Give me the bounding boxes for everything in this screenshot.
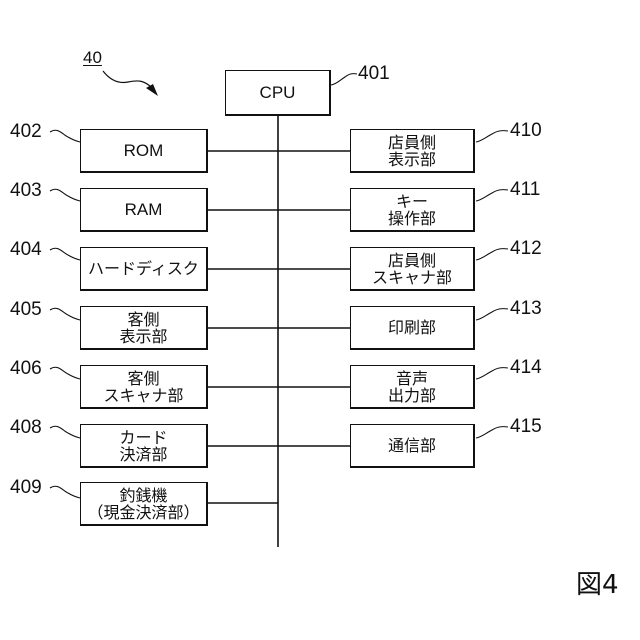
hard-disk-label: ハードディスク [88,260,199,277]
cpu-label: CPU [260,84,296,101]
change-machine-block: 釣銭機 （現金決済部） [80,482,208,526]
figure-id: 40 [83,48,102,68]
customer-scanner-block: 客側 スキャナ部 [80,365,208,409]
ref-415: 415 [510,417,542,437]
ref-409: 409 [10,478,42,498]
leader-410 [476,131,508,142]
ref-412: 412 [510,239,542,259]
key-operation-label-line2: 操作部 [388,210,436,227]
key-operation-block: キー 操作部 [350,188,475,232]
change-machine-label-line1: 釣銭機 [119,487,167,504]
leader-415 [476,427,508,438]
clerk-display-block: 店員側 表示部 [350,129,475,173]
customer-scanner-label-line2: スキャナ部 [103,387,183,404]
clerk-display-label-line1: 店員側 [388,134,436,151]
card-payment-label-line2: 決済部 [119,446,167,463]
leader-409 [50,486,80,498]
card-payment-block: カード 決済部 [80,424,208,468]
customer-display-label-line1: 客側 [127,311,159,328]
leader-402 [50,130,80,142]
figure-pointer-arrow [103,71,152,88]
leader-403 [50,189,80,201]
printing-label: 印刷部 [388,319,436,336]
printing-block: 印刷部 [350,306,475,350]
change-machine-label-line2: （現金決済部） [87,504,199,521]
leader-414 [476,368,508,379]
rom-block: ROM [80,129,208,173]
audio-output-label-line2: 出力部 [388,387,436,404]
audio-output-block: 音声 出力部 [350,365,475,409]
leader-405 [50,308,80,320]
customer-display-label-line2: 表示部 [119,328,167,345]
communication-block: 通信部 [350,424,475,468]
rom-label: ROM [124,142,164,159]
card-payment-label-line1: カード [119,429,167,446]
ram-block: RAM [80,188,208,232]
ref-414: 414 [510,358,542,378]
customer-display-block: 客側 表示部 [80,306,208,350]
ref-403: 403 [10,181,42,201]
ref-410: 410 [510,121,542,141]
ref-401: 401 [358,64,390,84]
clerk-scanner-block: 店員側 スキャナ部 [350,247,475,291]
arrowhead-icon [146,84,158,96]
key-operation-label-line1: キー [396,193,428,210]
clerk-scanner-label-line2: スキャナ部 [372,269,452,286]
ref-413: 413 [510,299,542,319]
ref-406: 406 [10,359,42,379]
cpu-block: CPU [225,70,331,116]
hard-disk-block: ハードディスク [80,247,208,291]
ref-408: 408 [10,418,42,438]
audio-output-label-line1: 音声 [396,370,428,387]
ram-label: RAM [125,201,163,218]
leader-408 [50,426,80,438]
communication-label: 通信部 [388,437,436,454]
clerk-display-label-line2: 表示部 [388,151,436,168]
ref-402: 402 [10,122,42,142]
ref-404: 404 [10,240,42,260]
leader-406 [50,367,80,379]
ref-405: 405 [10,300,42,320]
leader-412 [476,249,508,260]
leader-411 [476,190,508,201]
leader-401 [331,74,357,85]
leader-413 [476,309,508,320]
customer-scanner-label-line1: 客側 [127,370,159,387]
clerk-scanner-label-line1: 店員側 [388,252,436,269]
leader-404 [50,248,80,260]
figure-label: 図4 [576,564,619,601]
ref-411: 411 [510,180,540,200]
